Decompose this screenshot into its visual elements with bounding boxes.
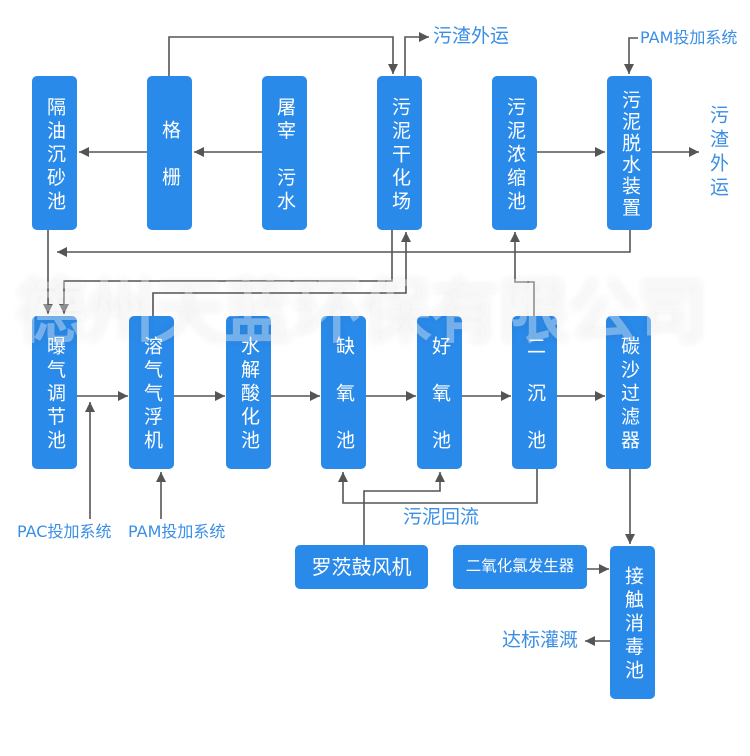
annotation-sludge-return: 污泥回流 — [403, 506, 480, 528]
node-sludge-thickener: 污泥浓缩池 — [492, 76, 537, 230]
edge-screen-to-drying-bed — [168, 36, 398, 76]
node-label: 格 栅 — [159, 120, 181, 191]
edge-sludge-return — [338, 469, 538, 504]
edge-pam-to-dewatering — [624, 37, 638, 74]
node-label: 水解酸化池 — [238, 336, 260, 454]
node-label: 二 沉 池 — [524, 336, 546, 454]
node-label: 隔油沉砂池 — [44, 96, 66, 215]
annotation-discharge-irrigation: 达标灌溉 — [502, 629, 579, 651]
annotation-pac-dosing: PAC投加系统 — [17, 522, 112, 541]
node-hydrolysis-acidification-tank: 水解酸化池 — [226, 316, 271, 469]
node-label: 污泥脱水装置 — [619, 89, 641, 219]
node-aerobic-tank: 好 氧 池 — [417, 316, 462, 469]
node-screen: 格 栅 — [147, 76, 192, 230]
edge-drying-bed-to-aeration — [59, 230, 393, 314]
edge-daf-to-drying-bed — [152, 232, 411, 316]
node-sludge-drying-bed: 污泥干化场 — [377, 76, 422, 230]
node-label: 屠宰 污水 — [274, 96, 296, 215]
edge-clarifier-to-thickener — [510, 232, 535, 316]
node-sludge-dewatering: 污泥脱水装置 — [607, 76, 652, 230]
node-label: 污泥干化场 — [389, 96, 411, 215]
node-label: 碳沙过滤器 — [618, 336, 640, 454]
node-label: 曝气调节池 — [44, 336, 66, 454]
node-anoxic-tank: 缺 氧 池 — [321, 316, 366, 469]
node-label: 二氧化氯发生器 — [465, 557, 575, 576]
node-label: 缺 氧 池 — [333, 336, 355, 454]
node-aeration-equalization-tank: 曝气调节池 — [32, 316, 77, 469]
annotation-sludge-residue-out-right: 污渣外运 — [707, 105, 729, 201]
edge-blower-to-aerobic — [363, 472, 445, 545]
node-label: 溶气气浮机 — [141, 336, 163, 454]
edge-dewatering-return — [57, 230, 631, 257]
node-contact-disinfection-tank: 接触消毒池 — [610, 546, 655, 699]
node-oil-grit-tank: 隔油沉砂池 — [32, 76, 77, 230]
node-label: 好 氧 池 — [429, 336, 451, 454]
edge-drying-bed-to-residue-out — [404, 32, 429, 76]
node-chlorine-dioxide-generator: 二氧化氯发生器 — [453, 545, 587, 589]
annotation-pam-dosing-top: PAM投加系统 — [640, 28, 738, 47]
annotation-sludge-residue-out-top: 污渣外运 — [433, 25, 510, 47]
node-carbon-sand-filter: 碳沙过滤器 — [606, 316, 651, 469]
node-label: 罗茨鼓风机 — [311, 555, 412, 579]
node-daf-machine: 溶气气浮机 — [129, 316, 174, 469]
node-slaughter-wastewater: 屠宰 污水 — [262, 76, 307, 230]
node-label: 接触消毒池 — [622, 566, 644, 684]
node-label: 污泥浓缩池 — [504, 96, 526, 215]
node-roots-blower: 罗茨鼓风机 — [295, 545, 428, 589]
node-secondary-clarifier: 二 沉 池 — [512, 316, 557, 469]
annotation-pam-dosing-bottom: PAM投加系统 — [128, 522, 226, 541]
